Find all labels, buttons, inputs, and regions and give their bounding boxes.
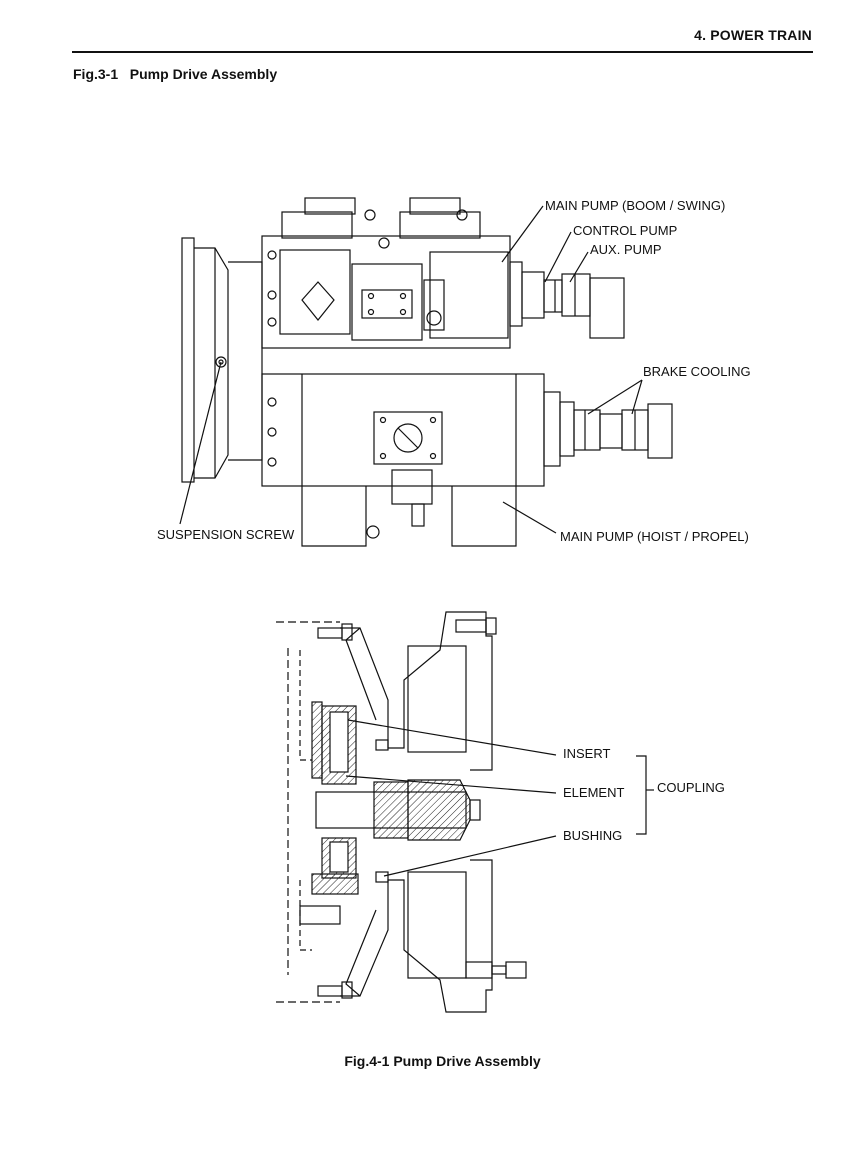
label-insert: INSERT [563,746,610,761]
header-divider [72,51,813,53]
label-bushing: BUSHING [563,828,622,843]
label-main-pump-boom-swing: MAIN PUMP (BOOM / SWING) [545,198,725,213]
label-aux-pump: AUX. PUMP [590,242,662,257]
figure-3-1-caption: Fig.3-1 Pump Drive Assembly [73,66,278,82]
label-suspension-screw: SUSPENSION SCREW [157,527,295,542]
section-title: 4. POWER TRAIN [694,27,812,43]
figure-4-1-caption: Fig.4-1 Pump Drive Assembly [344,1053,541,1069]
suspension-screw-head [215,356,227,368]
label-control-pump: CONTROL PUMP [573,223,677,238]
label-main-pump-hoist-propel: MAIN PUMP (HOIST / PROPEL) [560,529,749,544]
pump-drive-section-drawing [276,611,654,1013]
label-element: ELEMENT [563,785,624,800]
label-coupling: COUPLING [657,780,725,795]
label-brake-cooling: BRAKE COOLING [643,364,751,379]
pump-drive-external-drawing [179,197,673,547]
